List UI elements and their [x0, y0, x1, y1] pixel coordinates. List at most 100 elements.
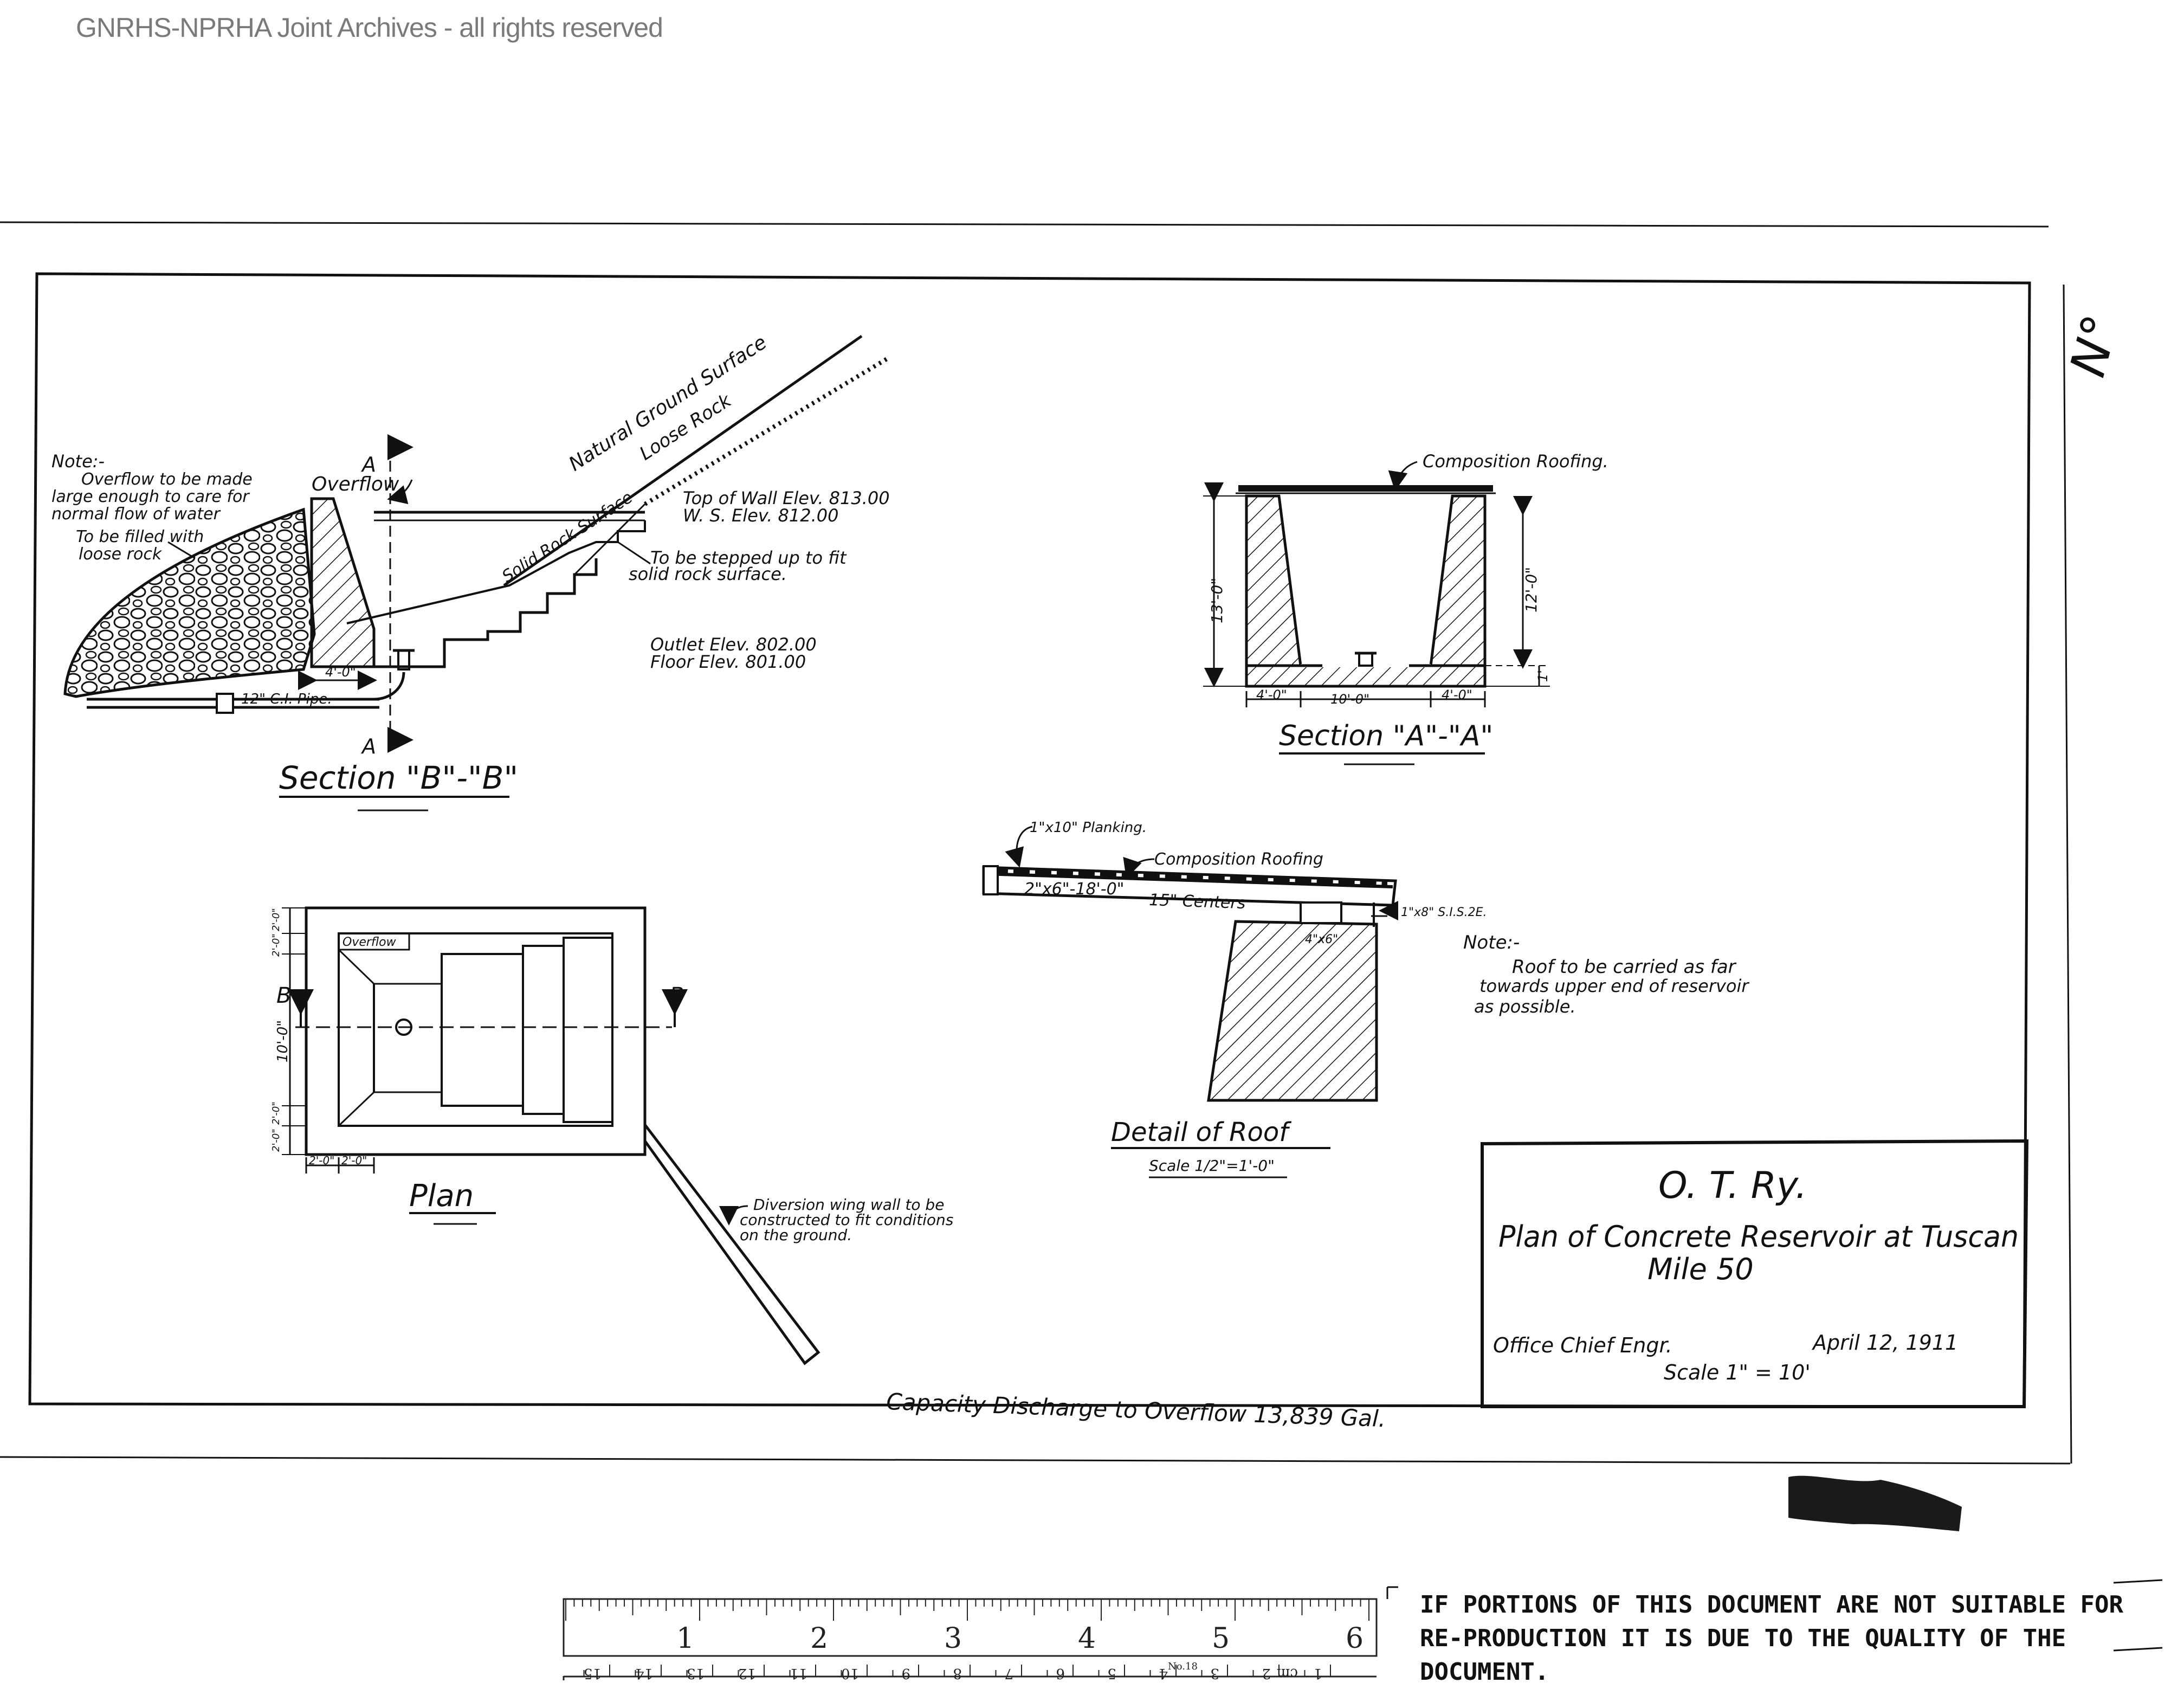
- bb-dim-width: 4'-0": [325, 665, 356, 680]
- bb-step-note-1: To be stepped up to fit: [650, 547, 847, 568]
- plan-dim-left-1: 2'-0": [309, 1154, 334, 1167]
- ruler-cm-5: 5: [1107, 1665, 1116, 1680]
- plan-marker-right: B: [669, 983, 684, 1008]
- wing-wall-note-3: on the ground.: [740, 1226, 852, 1244]
- roof-detail-drawing: [982, 826, 1398, 1102]
- plan-dim-bottom-2: 2'-0": [270, 1129, 282, 1152]
- mile-label: Mile 50: [1647, 1252, 1754, 1286]
- reservoir-plan-title: Plan of Concrete Reservoir at Tuscan: [1498, 1220, 2019, 1254]
- ruler-cm-7: 7: [1004, 1665, 1013, 1680]
- section-aa-drawing: [1203, 461, 1550, 707]
- bb-outlet-elev: Outlet Elev. 802.00: [650, 634, 817, 655]
- inch-ticks: [565, 1599, 1369, 1621]
- ruler-inch-3: 3: [944, 1622, 962, 1655]
- ruler-model: No.18: [1168, 1661, 1198, 1672]
- roof-detail-labels: 1"x10" Planking. Composition Roofing 2"x…: [1024, 820, 1749, 1178]
- bb-overflow-label: Overflow: [312, 473, 399, 495]
- aa-dim-floor: 1': [1535, 670, 1550, 682]
- roof-note-heading: Note:-: [1463, 932, 1520, 953]
- bb-note-line-3: normal flow of water: [51, 505, 221, 524]
- roof-detail-title: Detail of Roof: [1111, 1117, 1291, 1148]
- roof-planking-label: 1"x10" Planking.: [1030, 820, 1147, 836]
- ruler-cm-4: 4: [1159, 1665, 1168, 1680]
- aa-roofing-label: Composition Roofing.: [1423, 451, 1608, 472]
- plan-title: Plan: [409, 1178, 474, 1214]
- bb-ws-elev: W. S. Elev. 812.00: [683, 505, 838, 526]
- ruler-cm-11: 11: [790, 1665, 807, 1680]
- roof-bolt-label: 1"x8" S.I.S.2E.: [1401, 906, 1487, 919]
- ruler-inch-5: 5: [1212, 1622, 1230, 1655]
- section-aa-title: Section "A"-"A": [1279, 720, 1493, 752]
- ruler-cm-2: 2: [1262, 1665, 1271, 1680]
- bb-step-note-2: solid rock surface.: [629, 564, 787, 584]
- aa-dim-wall-right: 4'-0": [1442, 687, 1472, 702]
- bb-note-line-2: large enough to care for: [51, 487, 250, 506]
- bb-top-of-wall: Top of Wall Elev. 813.00: [683, 488, 890, 508]
- ruler-cm-8: 8: [953, 1665, 962, 1680]
- ruler-cm-6: 6: [1056, 1665, 1065, 1680]
- ruler-cm-1: 1: [1313, 1665, 1322, 1680]
- roof-note-line-2: towards upper end of reservoir: [1479, 976, 1749, 996]
- bb-pipe-label: 12" C.I. Pipe.: [241, 691, 332, 707]
- roof-detail-scale: Scale 1/2"=1'-0": [1149, 1157, 1275, 1175]
- plan-dim-top-2: 2'-0": [270, 933, 282, 957]
- stamp-mark: [1788, 1475, 1962, 1531]
- office-label: Office Chief Engr.: [1493, 1333, 1672, 1357]
- section-bb-drawing: [63, 334, 890, 753]
- wing-wall-note-1: Diversion wing wall to be: [753, 1196, 944, 1214]
- ruler-cm-13: 13: [687, 1665, 705, 1680]
- bb-floor-elev: Floor Elev. 801.00: [650, 652, 806, 672]
- roof-plate-label: 4"x6": [1305, 933, 1338, 946]
- bb-cut-marker-bottom: A: [360, 734, 376, 758]
- bb-solid-rock: Solid Rock Surface: [499, 488, 636, 586]
- bb-natural-ground: Natural Ground Surface: [565, 331, 771, 475]
- retaining-wall: [310, 497, 376, 668]
- ruler-cm-3: 3: [1210, 1665, 1219, 1680]
- drawing-scale: Scale 1" = 10': [1664, 1361, 1811, 1384]
- drawing-date: April 12, 1911: [1811, 1331, 1958, 1355]
- plan-marker-left: B: [276, 983, 291, 1008]
- ruler-cm-14: 14: [635, 1665, 653, 1680]
- ruler-inch-6: 6: [1346, 1622, 1364, 1655]
- bb-note-line-1: Overflow to be made: [81, 470, 253, 489]
- capacity-note: Capacity Discharge to Overflow 13,839 Ga…: [886, 1388, 1386, 1432]
- ruler-cm-15: 15: [584, 1665, 602, 1680]
- title-block: O. T. Ry. Plan of Concrete Reservoir at …: [1481, 1139, 2029, 1408]
- plan-dim-width: 10'-0": [275, 1020, 291, 1062]
- bb-fill-note-2: loose rock: [79, 545, 163, 564]
- ruler-cm-label: cm: [1277, 1665, 1298, 1680]
- aa-dim-inner: 10'-0": [1330, 692, 1369, 707]
- bb-fill-note-1: To be filled with: [76, 527, 204, 546]
- ruler-cm-12: 12: [738, 1665, 756, 1680]
- roof-note-line-3: as possible.: [1474, 996, 1576, 1017]
- aa-dim-right-height: 12'-0": [1522, 567, 1540, 613]
- cm-ticks: [583, 1665, 1331, 1677]
- bb-cut-marker-top: A: [360, 453, 376, 476]
- measuring-ruler: 1 2 3 4 5 6 No.18 1 cm 2 3 4 5 6 7 8 9 1…: [563, 1598, 1378, 1680]
- plan-dim-top: 2'-0": [270, 908, 282, 931]
- plan-dim-left-2: 2'-0": [341, 1154, 367, 1167]
- bb-note-heading: Note:-: [51, 451, 105, 472]
- archive-watermark: GNRHS-NPRHA Joint Archives - all rights …: [76, 12, 663, 43]
- wing-wall-note-2: constructed to fit conditions: [740, 1211, 953, 1229]
- aa-dim-wall-left: 4'-0": [1256, 687, 1287, 702]
- ruler-cm-9: 9: [901, 1665, 910, 1680]
- section-bb-title: Section "B"-"B": [279, 759, 518, 796]
- roof-note-line-1: Roof to be carried as far: [1512, 956, 1737, 978]
- sheet-edges: [0, 221, 2072, 1465]
- aa-dim-left-height: 13'-0": [1208, 578, 1226, 623]
- section-aa-labels: Composition Roofing. 13'-0" 12'-0" 1' 4'…: [1208, 451, 1608, 765]
- ruler-inch-1: 1: [676, 1622, 694, 1655]
- roof-centers-label: 15" Centers: [1149, 891, 1246, 913]
- plan-dim-bottom: 2'-0": [270, 1101, 282, 1125]
- ruler-cm-10: 10: [841, 1665, 859, 1680]
- sheet-number: N°: [2059, 309, 2130, 383]
- plan-drawing: [282, 906, 820, 1365]
- reproduction-disclaimer: IF PORTIONS OF THIS DOCUMENT ARE NOT SUI…: [1420, 1591, 2124, 1686]
- roof-roofing-label: Composition Roofing: [1154, 850, 1323, 869]
- railway-name: O. T. Ry.: [1658, 1164, 1807, 1207]
- ruler-inch-4: 4: [1078, 1622, 1096, 1655]
- plan-overflow-label: Overflow: [343, 936, 397, 949]
- plan-labels: Overflow B B 10'-0" 2'-0" 2'-0" 2'-0" 2'…: [270, 908, 953, 1244]
